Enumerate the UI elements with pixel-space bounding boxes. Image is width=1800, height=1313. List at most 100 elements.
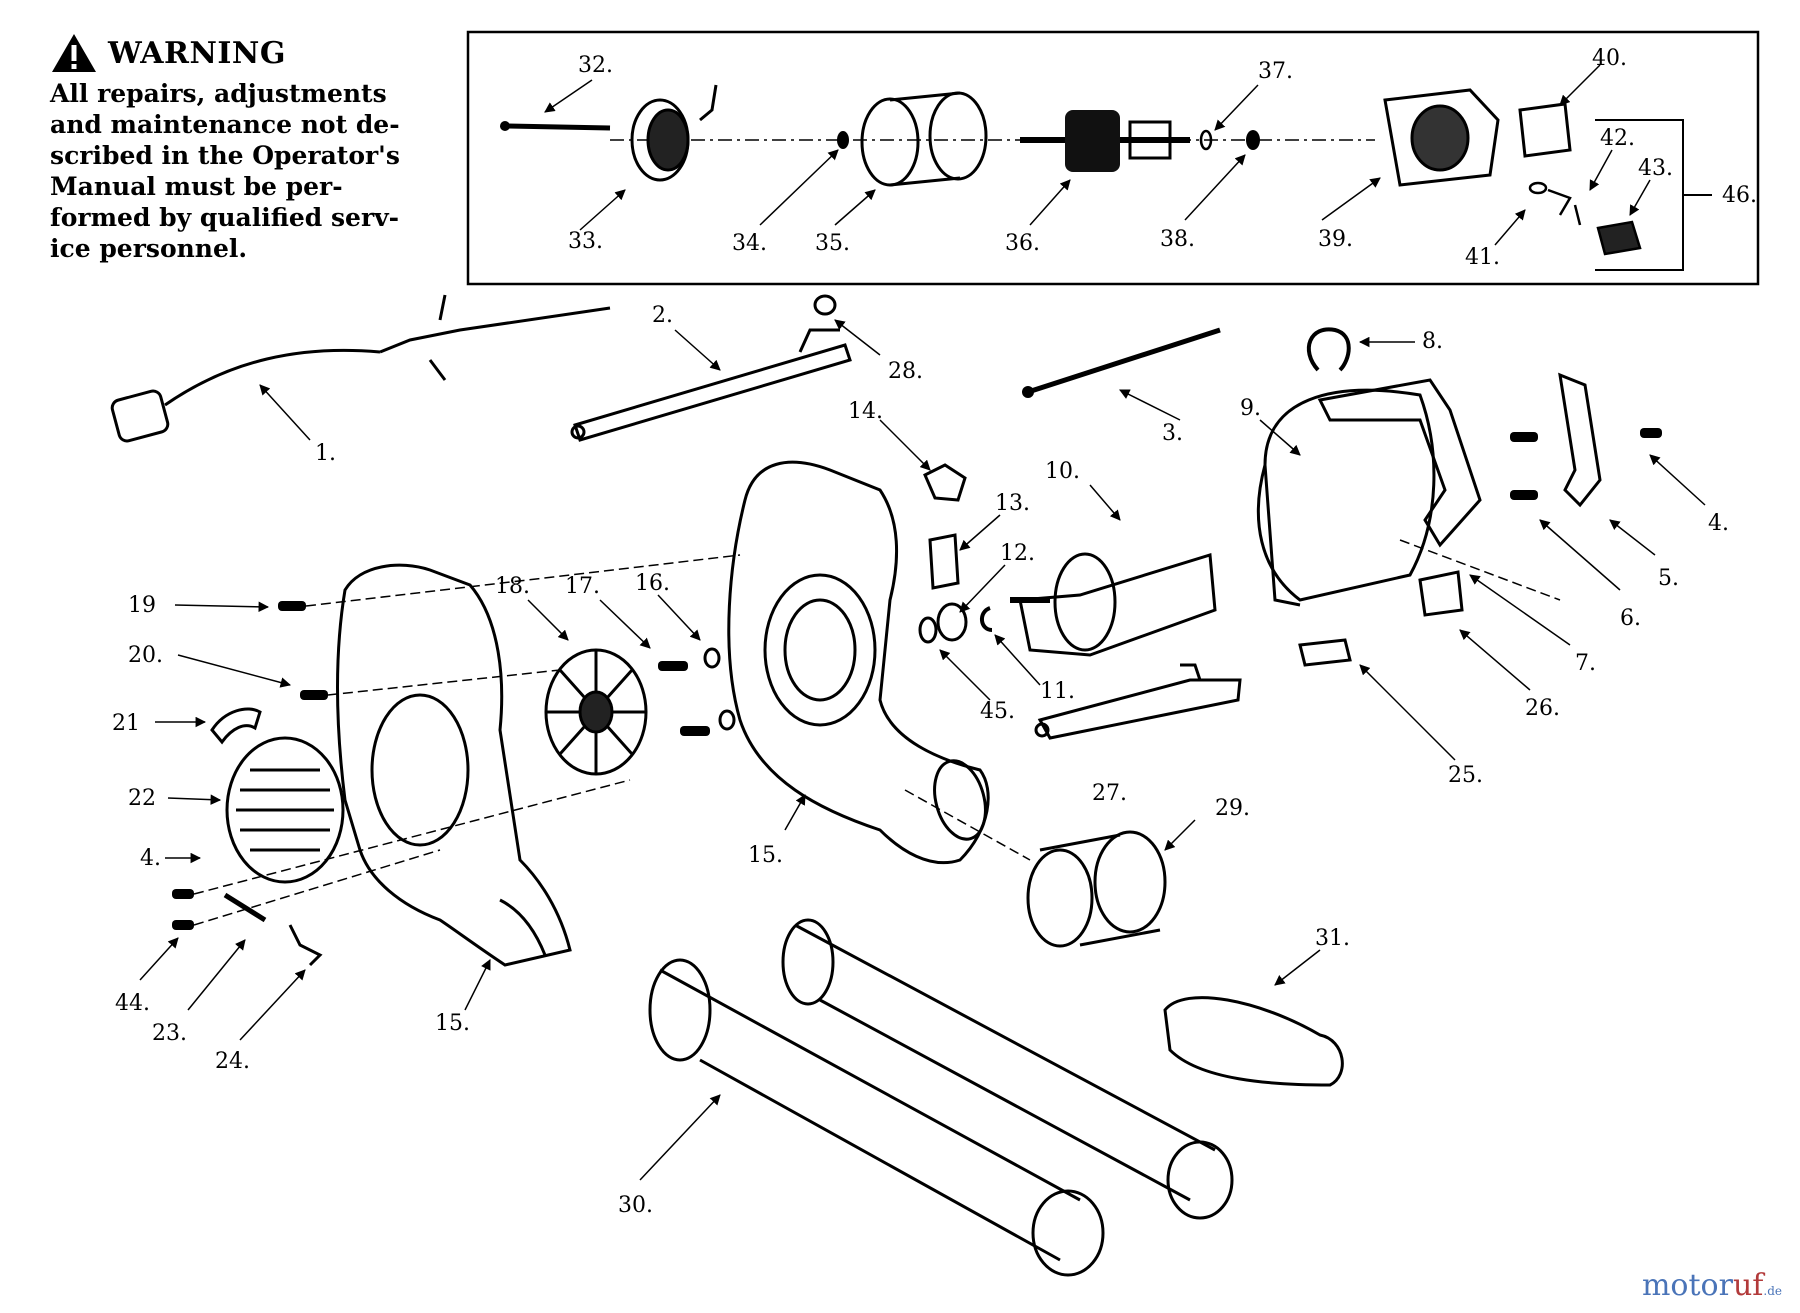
part-30-tubes <box>648 918 1234 1277</box>
part-24-clip <box>288 924 323 967</box>
label-15b: 15. <box>435 1011 470 1036</box>
watermark-part: .de <box>1763 1284 1782 1298</box>
warning-header: WARNING <box>50 32 430 74</box>
label-9: 9. <box>1240 396 1261 421</box>
part-labels: 32. 33. 34. 35. 36. 37. 38. 39. 40. 41. … <box>112 46 1757 1218</box>
label-31: 31. <box>1315 926 1350 951</box>
part-7-handle <box>1317 378 1482 548</box>
part-2-switch-rod <box>570 328 852 442</box>
warning-title: WARNING <box>108 35 286 71</box>
label-38: 38. <box>1160 227 1195 252</box>
part-32-pin <box>500 121 611 131</box>
label-24: 24. <box>215 1049 250 1074</box>
part-31-nozzle <box>1163 996 1344 1087</box>
part-3-rod <box>1022 327 1221 398</box>
label-1: 1. <box>315 441 336 466</box>
part-38-washer <box>1246 130 1260 150</box>
label-11: 11. <box>1040 679 1075 704</box>
label-14: 14. <box>848 399 883 424</box>
label-6: 6. <box>1620 606 1641 631</box>
label-21: 21 <box>112 711 140 736</box>
label-46: 46. <box>1722 183 1757 208</box>
part-45-washer <box>918 616 938 644</box>
part-1-power-cord <box>110 294 611 443</box>
label-17: 17. <box>565 574 600 599</box>
part-40-brush-holder <box>1518 102 1572 158</box>
part-25-plate <box>1298 638 1352 667</box>
label-4b: 4. <box>140 846 161 871</box>
part-27-switch <box>1034 663 1242 740</box>
part-41-43-brush-parts <box>1528 181 1642 256</box>
label-8: 8. <box>1422 329 1443 354</box>
label-41: 41. <box>1465 245 1500 270</box>
warning-line: ice personnel. <box>50 234 248 263</box>
label-34: 34. <box>732 231 767 256</box>
part-29-coupling <box>1026 830 1167 948</box>
part-39-end-frame <box>1383 88 1500 187</box>
label-30: 30. <box>618 1193 653 1218</box>
assembly-lines <box>193 539 1561 926</box>
warning-line: formed by qualified serv- <box>50 203 400 232</box>
warning-line: and maintenance not de- <box>50 110 400 139</box>
part-36-armature <box>1020 110 1190 172</box>
part-37-washer <box>1199 129 1213 151</box>
part-15-housing-right <box>727 460 990 865</box>
leader-lines <box>139 64 1706 1181</box>
part-16-17-screws <box>658 647 736 736</box>
label-16: 16. <box>635 571 670 596</box>
warning-text: All repairs, adjustments and maintenance… <box>50 78 430 264</box>
label-15a: 15. <box>748 843 783 868</box>
part-13-plate <box>928 533 960 590</box>
label-4a: 4. <box>1708 511 1729 536</box>
label-20: 20. <box>128 643 163 668</box>
part-9-motor-cover <box>1256 388 1436 607</box>
label-22: 22 <box>128 786 156 811</box>
part-15-housing-left <box>336 563 572 967</box>
label-39: 39. <box>1318 227 1353 252</box>
part-20-screw <box>300 690 328 700</box>
label-23: 23. <box>152 1021 187 1046</box>
part-5-plate <box>1558 372 1602 508</box>
warning-line: All repairs, adjustments <box>50 79 387 108</box>
part-21-clip <box>210 707 262 745</box>
motor-detail-box <box>466 30 1760 286</box>
part-14-clip <box>923 463 967 502</box>
label-29: 29. <box>1215 796 1250 821</box>
part-28-nut <box>813 294 837 316</box>
label-25: 25. <box>1448 763 1483 788</box>
label-32: 32. <box>578 53 613 78</box>
part-34-washer <box>837 131 849 149</box>
part-11-clip <box>980 606 993 632</box>
warning-line: scribed in the Operator's <box>50 141 400 170</box>
label-43: 43. <box>1638 156 1673 181</box>
label-44: 44. <box>115 991 150 1016</box>
label-40: 40. <box>1592 46 1627 71</box>
label-13: 13. <box>995 491 1030 516</box>
warning-block: WARNING All repairs, adjustments and mai… <box>50 32 430 264</box>
watermark-logo: motoruf.de <box>1642 1268 1782 1303</box>
label-7: 7. <box>1575 651 1596 676</box>
part-4-6-screws <box>1510 428 1662 500</box>
warning-triangle-icon <box>52 34 96 72</box>
label-2: 2. <box>652 303 673 328</box>
label-45: 45. <box>980 699 1015 724</box>
part-26-plate <box>1418 570 1464 617</box>
label-42: 42. <box>1600 126 1635 151</box>
part-44-screw <box>172 920 194 930</box>
part-35-housing <box>860 91 988 187</box>
label-3: 3. <box>1162 421 1183 446</box>
part-12-washer <box>936 602 968 642</box>
part-19-screw <box>278 601 306 611</box>
warning-line: Manual must be per- <box>50 172 343 201</box>
label-5: 5. <box>1658 566 1679 591</box>
label-18: 18. <box>495 574 530 599</box>
label-28: 28. <box>888 359 923 384</box>
label-33: 33. <box>568 229 603 254</box>
part-8-clip <box>1306 327 1351 372</box>
part-33-end-bell <box>630 84 718 182</box>
label-35: 35. <box>815 231 850 256</box>
part-18-fan <box>544 648 648 776</box>
watermark-part: motor <box>1641 1268 1733 1303</box>
label-36: 36. <box>1005 231 1040 256</box>
label-19: 19 <box>128 593 156 618</box>
